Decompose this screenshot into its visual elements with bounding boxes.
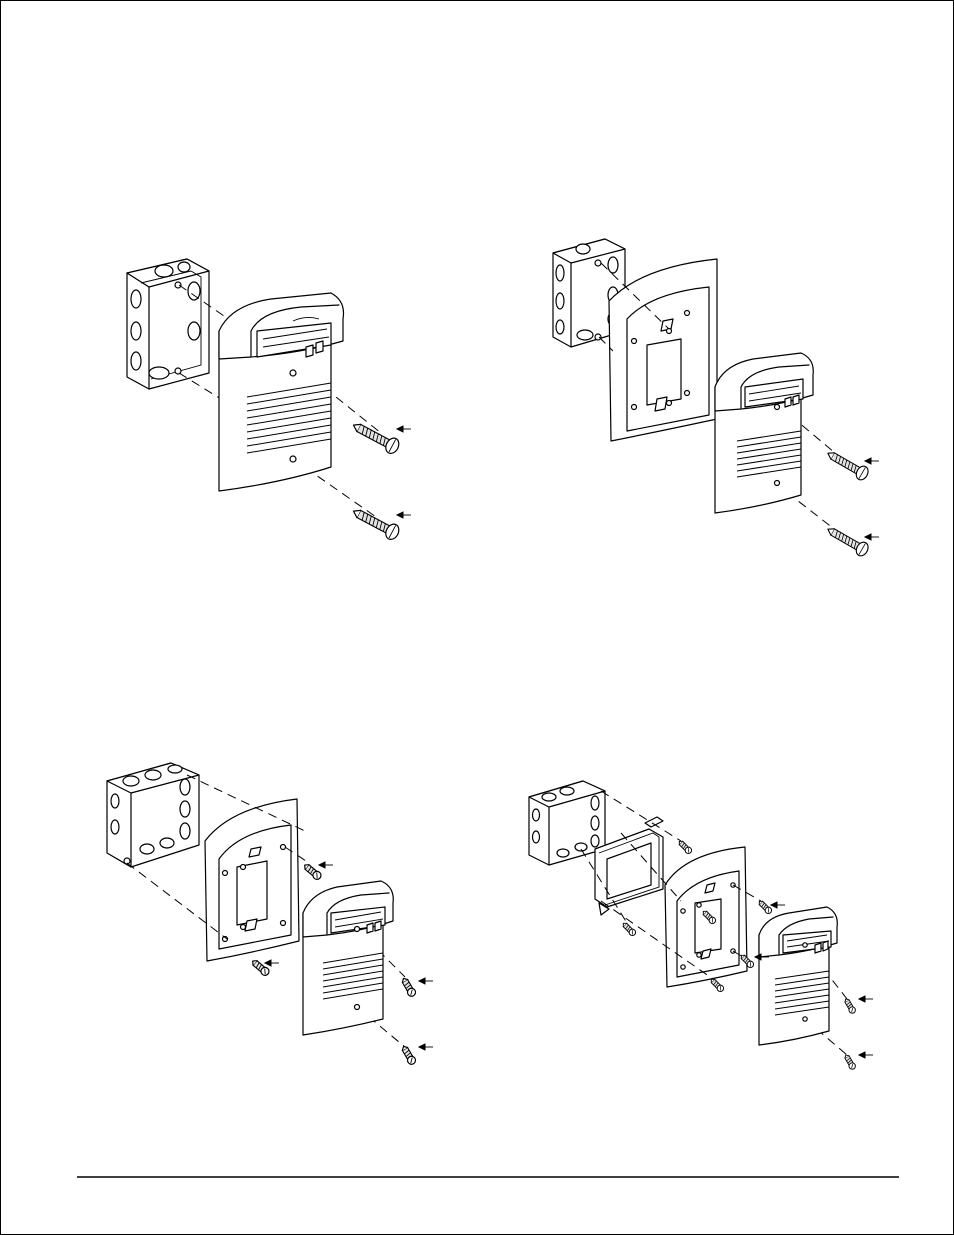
screw-icon [621, 921, 637, 937]
screw-icon [400, 1044, 417, 1065]
screw-icon [843, 997, 857, 1014]
arrow-icon [865, 458, 879, 464]
arrow-icon [265, 960, 279, 966]
screw-icon [757, 899, 773, 915]
arrow-icon [859, 996, 873, 1002]
screw-icon [709, 977, 725, 993]
arrow-icon [865, 534, 879, 540]
arrow-icon [859, 1052, 873, 1058]
screw-icon [250, 958, 270, 977]
arrow-icon [319, 862, 333, 868]
screw-icon [824, 447, 870, 482]
screw-icon [677, 839, 693, 855]
screw-icon [824, 523, 870, 558]
figure-square-box-with-plate [107, 763, 433, 1066]
figure-surface-box-direct [127, 259, 411, 542]
screw-icon [350, 504, 402, 542]
arrow-icon [397, 512, 411, 518]
figure-square-box-with-ring-and-plate [529, 781, 873, 1070]
screw-icon [350, 418, 402, 456]
screw-icon [400, 976, 417, 997]
arrow-icon [771, 902, 785, 908]
arrow-icon [419, 978, 433, 984]
electrical-box-icon [107, 763, 199, 867]
speaker-strobe-icon [219, 293, 344, 491]
electrical-box-icon [529, 781, 605, 865]
speaker-strobe-icon [759, 907, 837, 1045]
arrow-icon [419, 1044, 433, 1050]
figure-surface-box-with-plate [553, 239, 879, 558]
arrow-icon [397, 426, 411, 432]
speaker-strobe-icon [303, 881, 393, 1035]
speaker-strobe-icon [715, 353, 813, 513]
mounting-plate-icon [205, 799, 299, 961]
electrical-box-icon [127, 259, 209, 389]
screw-icon [843, 1053, 857, 1070]
